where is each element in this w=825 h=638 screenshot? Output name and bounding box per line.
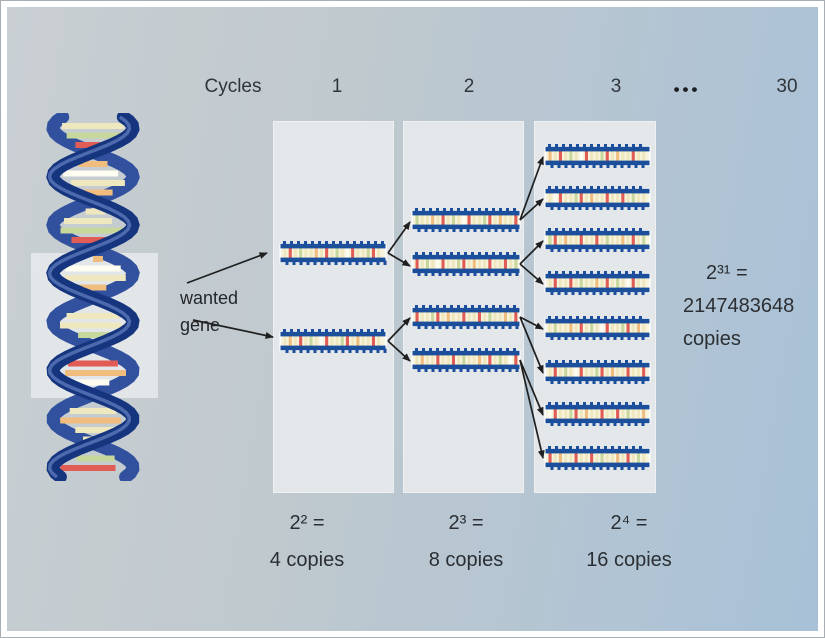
dna-strand-graphic bbox=[411, 252, 521, 276]
dna-strand bbox=[544, 144, 651, 173]
cycle-1-formula: 2² = bbox=[289, 512, 325, 534]
dna-strand bbox=[544, 271, 651, 300]
wanted-gene-line1: wanted bbox=[180, 288, 239, 308]
dna-strand bbox=[544, 186, 651, 215]
dna-strand bbox=[544, 446, 651, 475]
dna-strand-graphic bbox=[411, 208, 521, 232]
dna-strand-graphic bbox=[544, 446, 651, 470]
cycle-30-value: 2147483648 bbox=[683, 294, 795, 317]
dna-strand-graphic bbox=[411, 305, 521, 329]
wanted-gene-line2: gene bbox=[180, 315, 221, 335]
cycle-2-copy-count: 2³ = 8 copies bbox=[400, 512, 532, 572]
dna-strand bbox=[279, 329, 387, 358]
dna-strand-graphic bbox=[544, 271, 651, 295]
header-cycle-30: 30 bbox=[776, 76, 798, 97]
dna-strand-graphic bbox=[544, 228, 651, 252]
dna-strand-graphic bbox=[544, 402, 651, 426]
cycle-1-panel bbox=[273, 121, 394, 493]
header-cycles-label: Cycles bbox=[204, 76, 262, 97]
cycle-3-copies: 16 copies bbox=[586, 549, 672, 571]
dna-strand bbox=[544, 402, 651, 431]
dna-strand bbox=[279, 241, 387, 270]
helix-base-pairs bbox=[60, 123, 126, 471]
cycle-30-formula: 2³¹ = bbox=[706, 262, 748, 284]
dna-strand bbox=[544, 360, 651, 389]
cycle-3-formula: 2⁴ = bbox=[610, 512, 648, 534]
dna-strand-graphic bbox=[544, 360, 651, 384]
dna-strand-graphic bbox=[279, 241, 387, 265]
header-cycle-1: 1 bbox=[331, 76, 343, 97]
cycle-3-panel bbox=[534, 121, 656, 493]
header-cycle-3: 3 bbox=[610, 76, 622, 97]
cycle-3-copy-count: 2⁴ = 16 copies bbox=[563, 512, 695, 572]
cycle-1-copies: 4 copies bbox=[269, 549, 345, 571]
cycle-2-formula: 2³ = bbox=[448, 512, 484, 534]
dna-strand-graphic bbox=[544, 144, 651, 168]
cycle-2-copies: 8 copies bbox=[428, 549, 504, 571]
dna-strand bbox=[411, 348, 521, 377]
dna-strand-graphic bbox=[544, 316, 651, 340]
dna-strand-graphic bbox=[411, 348, 521, 372]
dna-strand-graphic bbox=[279, 329, 387, 353]
cycle-30-unit: copies bbox=[683, 327, 741, 350]
helix-front-ribbon bbox=[46, 113, 140, 481]
cycle-30-result: 2³¹ = 2147483648 copies bbox=[683, 257, 823, 355]
wanted-gene-label: wanted gene bbox=[180, 285, 238, 339]
dna-strand bbox=[411, 252, 521, 281]
dna-double-helix-illustration bbox=[46, 113, 140, 481]
ellipsis-dots-icon: ••• bbox=[673, 80, 701, 99]
cycle-1-copy-count: 2² = 4 copies bbox=[241, 512, 373, 572]
dna-strand bbox=[544, 228, 651, 257]
dna-strand bbox=[544, 316, 651, 345]
dna-strand bbox=[411, 305, 521, 334]
header-cycle-2: 2 bbox=[463, 76, 475, 97]
dna-strand bbox=[411, 208, 521, 237]
dna-strand-graphic bbox=[544, 186, 651, 210]
